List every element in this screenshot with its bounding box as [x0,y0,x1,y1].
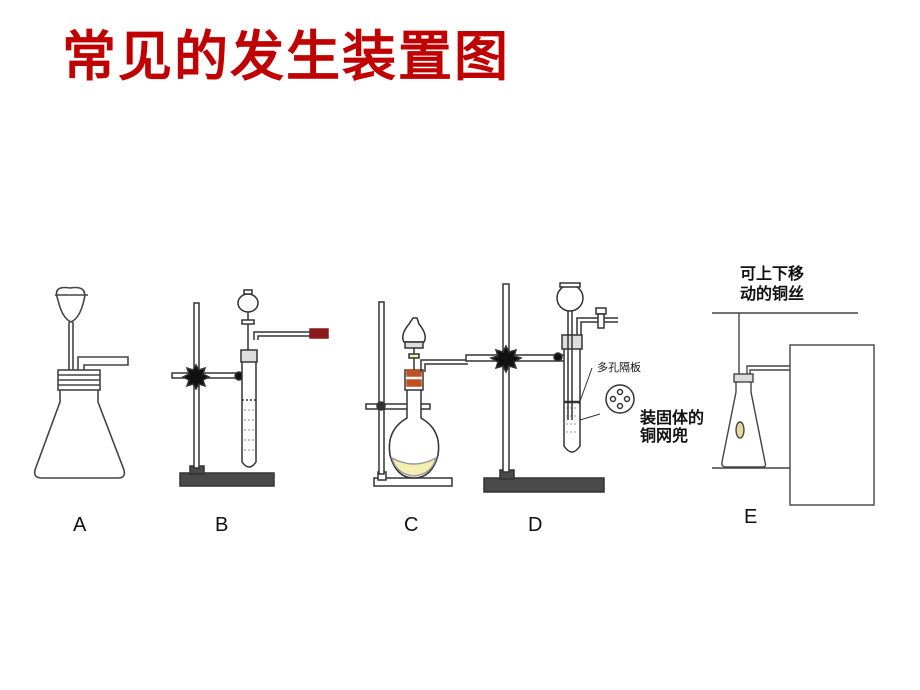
label-c: C [404,514,419,536]
movable-wire-label-line2: 动的铜丝 [740,284,805,303]
apparatus-d [465,282,635,493]
apparatus-c [365,301,468,487]
label-a: A [73,514,87,536]
apparatus-b [171,289,329,487]
label-b: B [215,514,229,536]
copper-net-label-line2: 铜网兜 [640,426,689,445]
apparatus-a [33,286,129,479]
label-e: E [744,506,758,528]
copper-net-label-line1: 装固体的 [640,408,705,427]
page-title: 常见的发生装置图 [62,24,510,88]
porous-plate-label: 多孔隔板 [597,361,641,374]
label-d: D [528,514,543,536]
movable-wire-label-line1: 可上下移 [740,264,805,283]
apparatus-e [712,312,875,506]
